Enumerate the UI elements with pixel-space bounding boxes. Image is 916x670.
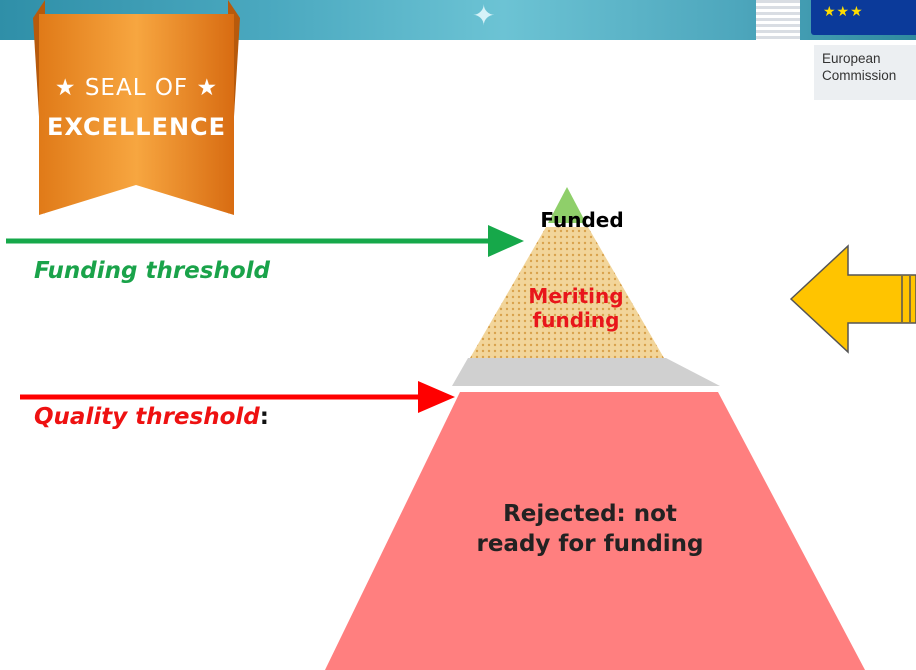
quality-threshold-arrow — [20, 381, 455, 413]
rejected-label: Rejected: not ready for funding — [420, 499, 760, 559]
pointer-arrow — [789, 244, 916, 354]
pyramid-shadow-divider — [452, 358, 720, 386]
logo-building-lines — [756, 0, 800, 40]
rejected-line2: ready for funding — [476, 531, 704, 557]
seal-title-line1: ★ SEAL OF ★ — [54, 75, 219, 101]
pyramid-funded-tier — [548, 187, 586, 223]
meriting-funding-label: Meriting funding — [506, 284, 646, 332]
pyramid-rejected-tier — [325, 392, 865, 670]
eu-stars-icon: ★★★ — [823, 4, 864, 20]
logo-text-line2: Commission — [822, 68, 897, 83]
eu-flag-icon: ★★★ — [811, 0, 916, 35]
logo-text-line1: European — [822, 51, 881, 66]
meriting-line1: Meriting — [528, 284, 624, 308]
funding-threshold-arrow — [6, 225, 524, 257]
pyramid-meriting-tier — [470, 227, 664, 358]
quality-threshold-label: Quality threshold: — [34, 404, 269, 430]
seal-title-line2: EXCELLENCE — [46, 113, 227, 141]
sparkle-icon: ✦ — [472, 0, 496, 32]
quality-threshold-text: Quality threshold — [34, 404, 260, 430]
seal-of-excellence-ribbon: ★ SEAL OF ★ EXCELLENCE — [33, 0, 240, 215]
meriting-line2: funding — [532, 308, 620, 332]
european-commission-logo: ★★★ European Commission — [756, 0, 916, 110]
logo-text: European Commission — [822, 50, 896, 84]
funding-threshold-label: Funding threshold — [34, 258, 270, 284]
ribbon-shape — [33, 0, 240, 215]
funded-label: Funded — [540, 208, 624, 232]
quality-threshold-colon: : — [259, 404, 269, 430]
rejected-line1: Rejected: not — [503, 501, 677, 527]
logo-background — [814, 45, 916, 100]
